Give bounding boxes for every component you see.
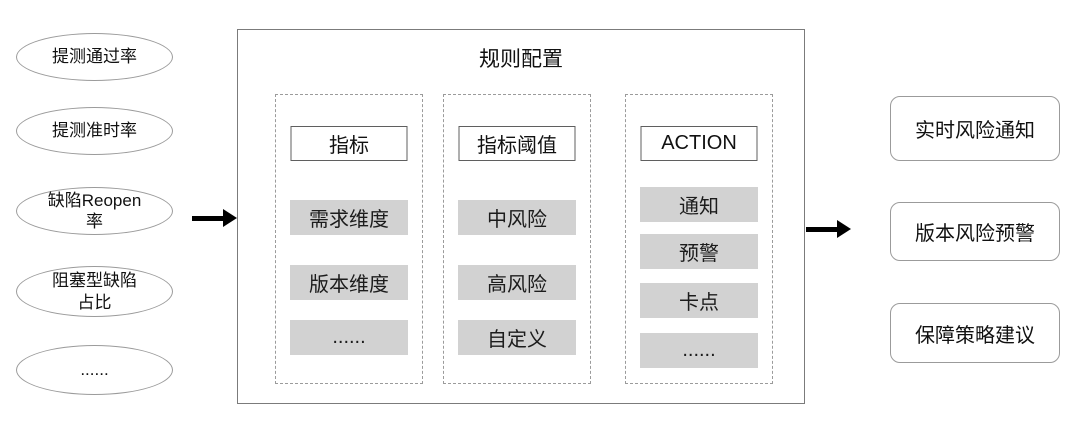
column-threshold: 指标阈值 中风险 高风险 自定义 (443, 94, 591, 384)
action-item-block: 卡点 (640, 283, 758, 318)
input-ellipse-submit-ontime-rate: 提测准时率 (16, 107, 173, 155)
input-ellipse-submit-pass-rate: 提测通过率 (16, 33, 173, 81)
metric-item-more: ...... (290, 320, 408, 355)
output-box-guarantee-strategy-suggestion: 保障策略建议 (890, 303, 1060, 363)
threshold-item-custom: 自定义 (458, 320, 576, 355)
input-label: 阻塞型缺陷 占比 (52, 271, 137, 312)
column-threshold-header: 指标阈值 (458, 126, 576, 161)
arrow-shaft (192, 215, 223, 221)
output-label: 版本风险预警 (915, 223, 1035, 245)
rule-config-box: 规则配置 指标 需求维度 版本维度 ...... 指标阈值 中风险 高风险 自定… (237, 29, 805, 404)
arrow-head (223, 209, 237, 227)
output-label: 保障策略建议 (915, 324, 1035, 347)
rule-config-title: 规则配置 (479, 48, 563, 71)
input-ellipse-blocking-defect-ratio: 阻塞型缺陷 占比 (16, 266, 173, 317)
input-label: 缺陷Reopen 率 (47, 190, 142, 231)
action-item-warn: 预警 (640, 234, 758, 269)
threshold-item-high-risk: 高风险 (458, 265, 576, 300)
output-box-realtime-risk-notice: 实时风险通知 (890, 96, 1060, 161)
left-arrow-icon (192, 209, 237, 227)
threshold-item-medium-risk: 中风险 (458, 200, 576, 235)
action-item-notify: 通知 (640, 187, 758, 222)
input-ellipse-more: ...... (16, 345, 173, 395)
arrow-head (837, 220, 851, 238)
arrow-shaft (806, 226, 837, 232)
metric-item-requirement-dimension: 需求维度 (290, 200, 408, 235)
metric-item-version-dimension: 版本维度 (290, 265, 408, 300)
column-metric-header: 指标 (290, 126, 408, 161)
input-label: 提测通过率 (52, 47, 137, 67)
input-label: ...... (80, 360, 109, 380)
output-box-version-risk-warning: 版本风险预警 (890, 202, 1060, 261)
input-label: 提测准时率 (52, 121, 137, 141)
action-item-more: ...... (640, 333, 758, 368)
right-arrow-icon (806, 220, 851, 238)
output-label: 实时风险通知 (915, 120, 1035, 142)
column-metric: 指标 需求维度 版本维度 ...... (275, 94, 423, 384)
column-action-header: ACTION (640, 126, 758, 161)
column-action: ACTION 通知 预警 卡点 ...... (625, 94, 773, 384)
input-ellipse-defect-reopen-rate: 缺陷Reopen 率 (16, 187, 173, 235)
